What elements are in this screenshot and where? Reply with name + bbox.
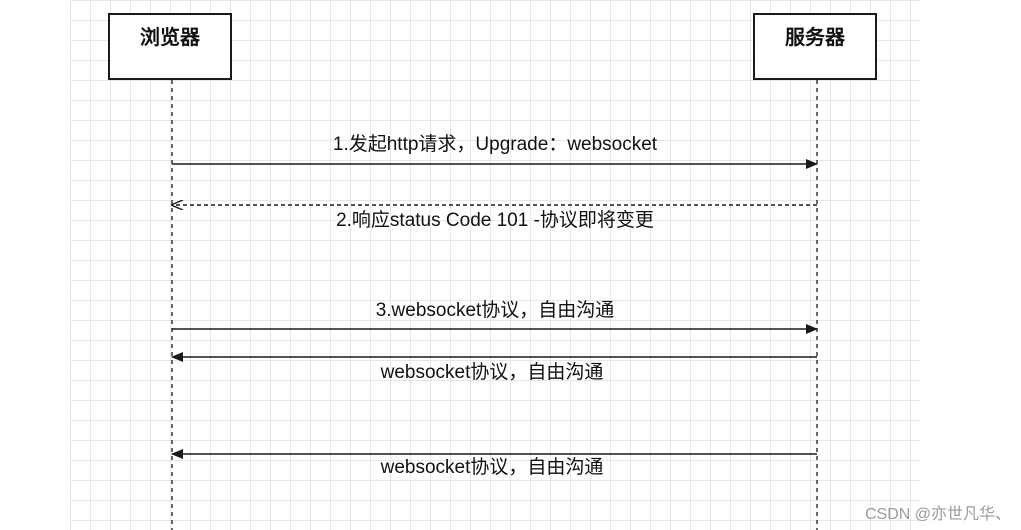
message-3-label: 3.websocket协议，自由沟通 <box>375 300 615 321</box>
grid-background <box>70 0 920 530</box>
actor-server-label: 服务器 <box>785 27 845 49</box>
message-5-label: websocket协议，自由沟通 <box>380 457 604 478</box>
actor-browser: 浏览器 <box>108 13 232 80</box>
message-2-label: 2.响应status Code 101 -协议即将变更 <box>336 210 654 231</box>
message-1-label: 1.发起http请求，Upgrade：websocket <box>332 134 658 155</box>
watermark: CSDN @亦世凡华、 <box>864 506 1011 523</box>
actor-browser-label: 浏览器 <box>140 27 200 49</box>
message-4-label: websocket协议，自由沟通 <box>380 362 604 383</box>
actor-server: 服务器 <box>753 13 877 80</box>
